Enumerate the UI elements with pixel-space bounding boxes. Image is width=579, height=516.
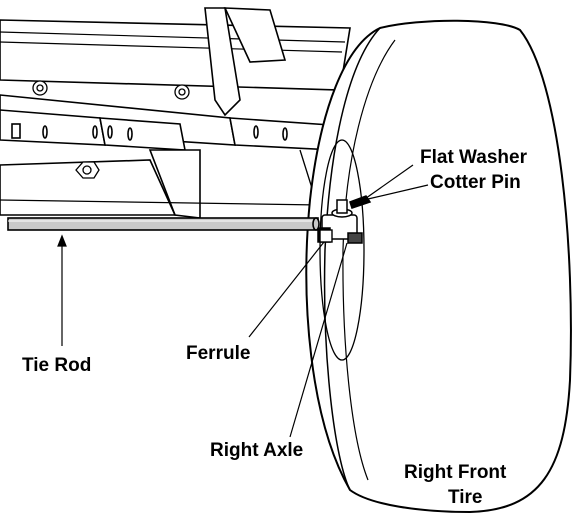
flat-washer-label: Flat Washer <box>420 147 528 168</box>
ferrule-leader <box>248 241 325 338</box>
flat-washer-leader <box>351 164 414 209</box>
flat-washer <box>331 199 353 218</box>
mower-frame <box>0 7 363 221</box>
cotter-pin-leader <box>367 184 429 200</box>
nut-lower <box>75 161 100 179</box>
cotter-pin-label: Cotter Pin <box>430 172 521 193</box>
ferrule <box>319 229 333 243</box>
leader-lines <box>57 164 429 438</box>
right-front-tire-label-line1: Right Front <box>404 462 507 483</box>
tie-rod <box>7 217 320 231</box>
tie-rod-arrowhead <box>57 234 67 247</box>
tie-rod-label: Tie Rod <box>22 355 91 376</box>
right-front-tire <box>305 19 572 514</box>
right-front-tire-label-line2: Tire <box>448 487 483 508</box>
nut-upper-middle <box>174 84 190 100</box>
nut-upper-left <box>32 80 48 96</box>
ferrule-label: Ferrule <box>186 343 250 364</box>
right-axle-leader <box>289 242 348 438</box>
right-axle-label: Right Axle <box>210 440 303 461</box>
